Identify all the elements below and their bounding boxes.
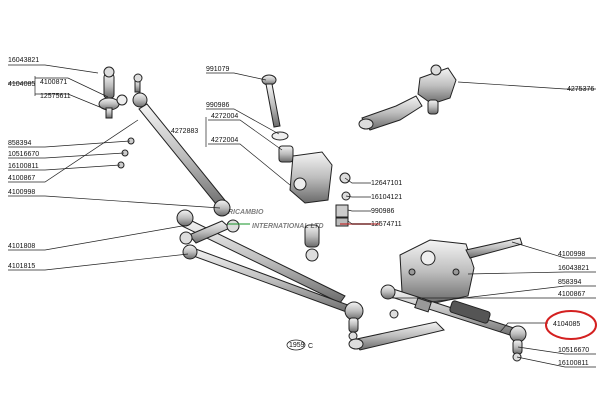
idler-bracket	[278, 145, 351, 262]
watermark-brand: RICAMBIO	[228, 209, 264, 216]
label-4101815: 4101815	[8, 263, 35, 270]
figure-code: 1959 C	[286, 339, 313, 351]
label-12574711: 12574711	[371, 221, 402, 228]
label-4104085-right: 4104085	[553, 321, 580, 328]
figure-code-number: 1959	[289, 342, 305, 349]
label-4100867-left: 4100867	[8, 175, 35, 182]
label-4101808: 4101808	[8, 243, 35, 250]
watermark: RICAMBIO INTERNATIONAL LTD	[228, 209, 380, 230]
label-12647101: 12647101	[371, 180, 402, 187]
bolt-991079	[261, 74, 289, 141]
center-link	[176, 209, 346, 304]
part-labels: 16043821 4104085 4100871 12575611 858394…	[8, 57, 594, 367]
label-4272004-b: 4272004	[211, 137, 238, 144]
parts-drawings	[98, 64, 527, 362]
figure-code-letter: C	[308, 343, 313, 350]
label-4100998-left: 4100998	[8, 189, 35, 196]
label-4104085-top: 4104085	[8, 81, 35, 88]
label-4100867-right: 4100867	[558, 291, 585, 298]
label-16043821-top: 16043821	[8, 57, 39, 64]
label-16104121: 16104121	[371, 194, 402, 201]
label-12575611: 12575611	[40, 93, 71, 100]
label-10516670-right: 10516670	[558, 347, 589, 354]
label-4100871: 4100871	[40, 79, 67, 86]
label-990986-mid: 990986	[371, 208, 394, 215]
top-left-ball-joint	[98, 66, 128, 119]
upper-tie-rod	[132, 73, 231, 217]
label-16043821-right: 16043821	[558, 265, 589, 272]
label-4272004-a: 4272004	[211, 113, 238, 120]
lower-drag-link	[348, 321, 445, 351]
label-990986-top: 990986	[206, 102, 229, 109]
label-16100811-right: 16100811	[558, 360, 589, 367]
highlight-ring	[545, 310, 597, 340]
steering-box	[399, 237, 523, 305]
label-4275376: 4275376	[567, 86, 594, 93]
label-858394-right: 858394	[558, 279, 581, 286]
label-858394-left: 858394	[8, 140, 31, 147]
watermark-sub: INTERNATIONAL LTD	[252, 223, 324, 230]
relay-rod	[182, 244, 364, 341]
right-tie-rod	[380, 284, 527, 362]
label-16100811-left: 16100811	[8, 163, 39, 170]
label-991079: 991079	[206, 66, 229, 73]
pitman-arm-assembly	[358, 64, 457, 131]
leader-lines	[8, 64, 596, 368]
label-4100998-right: 4100998	[558, 251, 585, 258]
label-10516670-left: 10516670	[8, 151, 39, 158]
label-4272883: 4272883	[171, 128, 198, 135]
